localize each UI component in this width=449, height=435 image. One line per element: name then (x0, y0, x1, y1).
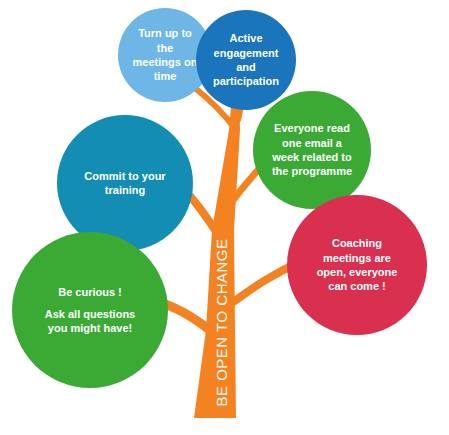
node-text: Commit to your training (78, 169, 173, 198)
node-text: Active engagement and participation (211, 31, 281, 88)
circle-green: Be curious ! Ask all questions you might … (12, 232, 168, 388)
circle-red: Coaching meetings are open, everyone can… (287, 195, 427, 335)
node-text: Turn up to the meetings on time (132, 26, 198, 83)
node-text: Coaching meetings are open, everyone can… (308, 236, 406, 293)
node-text: Be curious ! (36, 285, 145, 299)
circle-teal: Commit to your training (57, 115, 193, 251)
node-text: Everyone read one email a week related t… (271, 121, 354, 178)
node-body-text: Ask all questions you might have! (36, 307, 145, 336)
circle-dark-blue: Active engagement and participation (196, 10, 296, 110)
circle-green: Everyone read one email a week related t… (253, 91, 371, 209)
trunk-label: BE OPEN TO CHANGE (213, 238, 230, 406)
